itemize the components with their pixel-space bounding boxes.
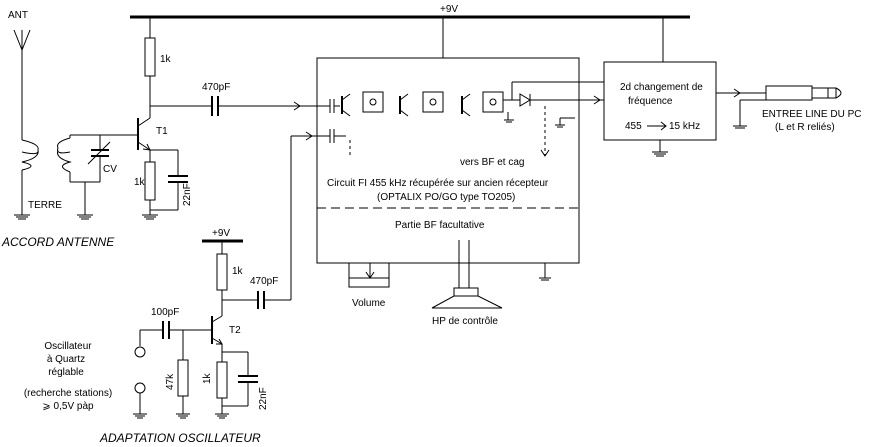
supply-label: +9V bbox=[440, 4, 458, 15]
capacitor-icon bbox=[238, 375, 258, 383]
ground-icon bbox=[142, 214, 158, 220]
t2-collector-resistor-label: 1k bbox=[232, 266, 244, 277]
if-block-subtitle: (OPTALIX PO/GO type TO205) bbox=[377, 192, 515, 203]
ground-icon bbox=[77, 214, 93, 220]
transistor-icon bbox=[461, 93, 471, 117]
antenna-icon bbox=[13, 29, 31, 140]
second-change-block: 2d changement de fréquence 455 15 kHz bbox=[603, 61, 766, 157]
transistor-icon bbox=[399, 93, 409, 117]
freq-from-label: 455 bbox=[625, 121, 642, 132]
variable-capacitor-icon bbox=[87, 141, 111, 165]
capacitor-icon bbox=[162, 321, 170, 339]
t2-base-resistor-label: 47k bbox=[165, 373, 176, 390]
supply-rail: +9V bbox=[130, 4, 690, 62]
pc-input-line2: (L et R reliés) bbox=[775, 122, 835, 133]
t1-emitter-cap-label: 22nF bbox=[182, 183, 193, 206]
freq-to-label: 15 kHz bbox=[669, 121, 700, 132]
terre-label: TERRE bbox=[28, 200, 62, 211]
osc-desc-line: Oscillateur bbox=[44, 341, 92, 352]
bf-part-label: Partie BF facultative bbox=[395, 220, 485, 231]
transistor-icon bbox=[211, 315, 223, 345]
t2-label: T2 bbox=[229, 325, 241, 336]
if-transformer-icon bbox=[422, 91, 444, 113]
cv-label: CV bbox=[103, 164, 117, 175]
ground-icon bbox=[539, 277, 551, 281]
ant-label: ANT bbox=[8, 10, 28, 21]
ground-terminal-icon bbox=[134, 382, 146, 394]
t2-emitter-cap-label: 22nF bbox=[258, 387, 269, 410]
capacitor-icon bbox=[329, 129, 335, 143]
t2-supply-label: +9V bbox=[212, 228, 230, 239]
t1-emitter-resistor-label: 1k bbox=[134, 177, 146, 188]
oscillator-section-title: ADAPTATION OSCILLATEUR bbox=[99, 431, 261, 445]
antenna-section: ANT TERRE CV ACCORD ANTENNE bbox=[1, 10, 132, 249]
if-transformer-icon bbox=[482, 91, 504, 113]
second-change-line1: 2d changement de bbox=[620, 82, 703, 93]
t1-collector-resistor-label: 1k bbox=[160, 54, 172, 65]
volume-pot-icon bbox=[348, 263, 390, 288]
ground-icon bbox=[652, 151, 668, 157]
osc-desc-line: réglable bbox=[48, 367, 84, 378]
pc-jack: ENTREE LINE DU PC (L et R reliés) bbox=[733, 85, 861, 133]
resistor-icon bbox=[144, 161, 156, 201]
ground-icon bbox=[504, 119, 514, 123]
osc-desc-line: ⩾ 0,5V pàp bbox=[42, 401, 94, 412]
ground-icon bbox=[176, 413, 190, 419]
osc-desc-line: à Quartz bbox=[47, 354, 85, 365]
oscillator-stage: +9V 1k 470pF T2 100pF bbox=[24, 136, 292, 445]
t2-output-cap-label: 470pF bbox=[250, 276, 278, 287]
ground-icon bbox=[14, 214, 30, 220]
pc-input-line1: ENTREE LINE DU PC bbox=[762, 109, 861, 120]
speaker-label: HP de contrôle bbox=[432, 316, 498, 327]
input-terminal-icon bbox=[134, 346, 146, 358]
t2-input-cap-label: 100pF bbox=[151, 307, 179, 318]
speaker-icon bbox=[431, 240, 503, 309]
second-change-line2: fréquence bbox=[628, 96, 673, 107]
antenna-section-title: ACCORD ANTENNE bbox=[1, 235, 115, 249]
capacitor-icon bbox=[329, 99, 335, 113]
diode-icon bbox=[519, 93, 531, 107]
if-block-title: Circuit FI 455 kHz récupérée sur ancien … bbox=[327, 178, 549, 189]
if-transformer-icon bbox=[362, 91, 384, 113]
resistor-icon bbox=[216, 253, 228, 291]
capacitor-icon bbox=[257, 291, 265, 309]
if-circuit-block: vers BF et cag Circuit FI 455 kHz récupé… bbox=[291, 57, 604, 327]
ground-icon bbox=[555, 124, 565, 128]
arrow-right-icon bbox=[647, 121, 667, 131]
transistor-icon bbox=[341, 93, 351, 117]
t1-output-cap-label: 470pF bbox=[202, 82, 230, 93]
resistor-icon bbox=[216, 361, 228, 399]
ground-icon bbox=[733, 125, 747, 129]
audio-jack-icon bbox=[765, 85, 842, 101]
osc-desc-line: (recherche stations) bbox=[24, 388, 112, 399]
capacitor-icon bbox=[168, 175, 188, 183]
vers-bf-label: vers BF et cag bbox=[460, 157, 524, 168]
volume-label: Volume bbox=[352, 298, 386, 309]
resistor-icon bbox=[177, 359, 189, 397]
transistor-icon bbox=[137, 117, 151, 151]
ground-icon bbox=[215, 413, 229, 419]
t2-emitter-resistor-label: 1k bbox=[202, 372, 213, 384]
t1-label: T1 bbox=[156, 126, 168, 137]
stage1: 1k T1 470pF 1k 22nF bbox=[132, 37, 301, 220]
resistor-icon bbox=[144, 37, 156, 77]
capacitor-icon bbox=[211, 96, 219, 116]
ground-icon bbox=[133, 413, 147, 419]
